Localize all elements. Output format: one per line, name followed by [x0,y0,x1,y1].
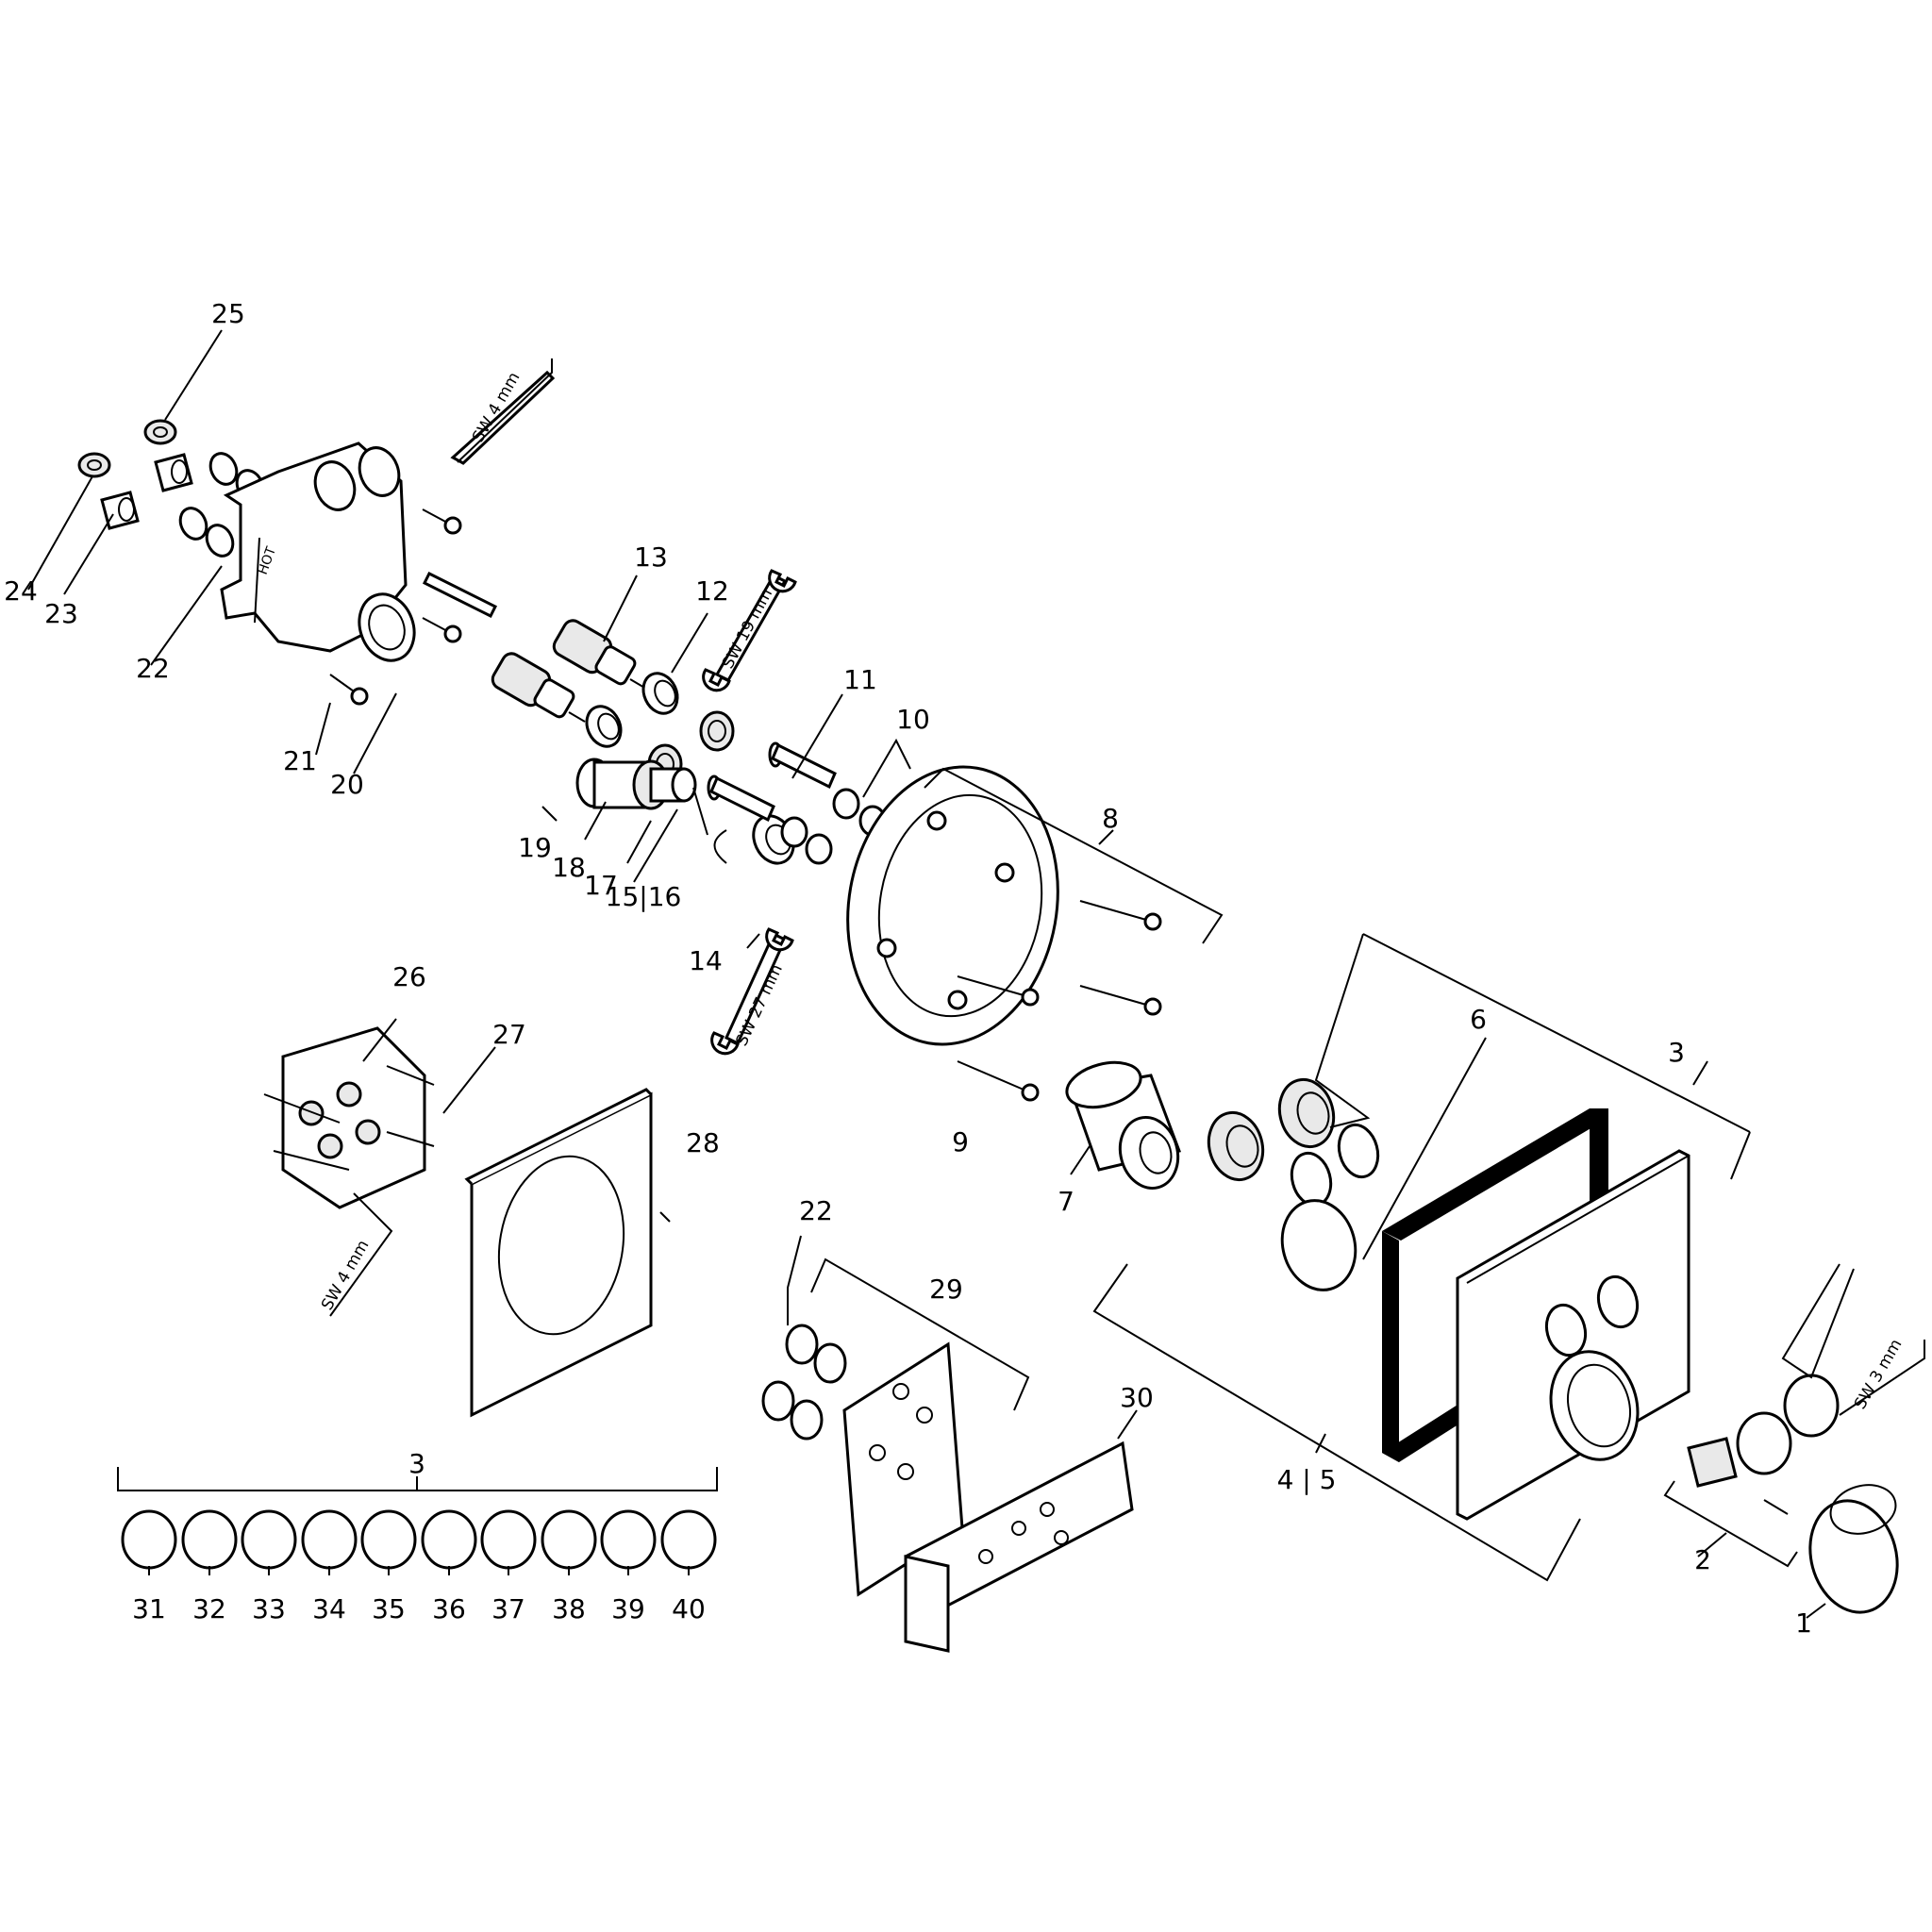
callout-35: 35 [372,1593,406,1624]
callout-13: 13 [634,541,668,573]
button-32 [181,1509,238,1570]
thermostat-handle-1 [1808,1484,1899,1614]
connectors-6 [1207,1077,1380,1291]
wrench-sw27: SW 27 mm [710,927,794,1056]
screw-9 [957,1060,1040,1102]
callout-24: 24 [4,575,38,607]
cover-plate-5 [1456,1149,1690,1521]
callout-15-16: 15|16 [606,881,682,912]
leader-lines [27,329,1855,1619]
callout-31: 31 [132,1593,166,1624]
tool-label-sw3: SW 3 mm [1851,1336,1906,1412]
mixer-housing-20: HOT [220,441,416,662]
callout-21: 21 [283,745,317,776]
callout-25: 25 [211,298,245,329]
callout-8: 8 [1102,803,1119,834]
callout-20: 20 [330,769,364,800]
callout-labels: 1 2 3 3 4 | 5 6 7 8 9 10 11 12 13 14 15|… [4,298,1812,1639]
callout-29: 29 [929,1274,963,1305]
callout-27: 27 [492,1019,526,1050]
allen-key-sw4-left: SW 4 mm [318,1192,393,1317]
screw-upper [422,508,462,535]
callout-26: 26 [392,961,426,992]
callout-18: 18 [552,852,586,883]
allen-key-sw4-top: SW 4 mm [450,358,556,465]
o-rings-22-lower [761,1324,847,1441]
callout-12: 12 [695,575,729,607]
callout-9: 9 [952,1126,969,1158]
callout-36: 36 [432,1593,466,1624]
stop-valve-13 [552,619,647,690]
connector-cylinder-upper [154,453,193,492]
callout-19: 19 [518,832,552,863]
cap-25 [143,419,177,445]
rough-in-unit-26 [263,1026,435,1209]
cap-24 [77,452,111,478]
nut-lower [585,705,623,748]
callout-22-bottom: 22 [799,1195,833,1226]
callout-32: 32 [192,1593,226,1624]
button-35 [360,1509,417,1570]
button-40 [660,1509,717,1570]
clip [713,829,727,864]
callout-39: 39 [611,1593,645,1624]
callout-33: 33 [252,1593,286,1624]
button-36 [421,1509,477,1570]
callout-11: 11 [843,664,877,695]
nut-12 [641,672,679,715]
callout-7: 7 [1058,1186,1074,1217]
tool-label-sw4-left: SW 4 mm [318,1237,373,1313]
callout-2: 2 [1694,1544,1711,1575]
callout-3-bottom: 3 [408,1448,425,1479]
screws-8 [957,900,1162,1016]
plaster-guard-28 [464,1088,653,1418]
sleeves-10 [780,788,887,865]
callout-1: 1 [1795,1607,1812,1639]
screw-21 [329,674,369,706]
callout-23: 23 [44,598,78,629]
callout-22-top: 22 [136,653,170,684]
callout-6: 6 [1470,1004,1487,1035]
button-34 [301,1509,358,1570]
mounting-bracket-30 [904,1441,1134,1653]
button-knobs [1736,1374,1840,1475]
callout-34: 34 [312,1593,346,1624]
mounting-ring-group [846,765,1162,1102]
callout-4-5: 4 | 5 [1277,1464,1337,1495]
stop-valve-lower [491,652,586,723]
spindle-2 [1687,1437,1789,1515]
button-row [121,1509,717,1570]
screw-middle [422,617,462,643]
button-33 [241,1509,297,1570]
extension-sleeve-7 [1065,1060,1182,1191]
rod [422,571,498,619]
thermostat-cartridge [575,758,708,836]
callout-17: 17 [584,870,618,901]
callout-28: 28 [686,1127,720,1158]
extension-11 [707,741,837,823]
allen-key-sw3: SW 3 mm [1839,1336,1925,1416]
callout-38: 38 [552,1593,586,1624]
callout-3-top: 3 [1668,1037,1685,1068]
callout-37: 37 [491,1593,525,1624]
callout-14: 14 [689,945,723,976]
button-38 [541,1509,597,1570]
button-31 [121,1509,177,1570]
callout-10: 10 [896,704,930,735]
button-39 [600,1509,657,1570]
callout-40: 40 [672,1593,706,1624]
callout-30: 30 [1120,1382,1154,1413]
button-37 [480,1509,537,1570]
